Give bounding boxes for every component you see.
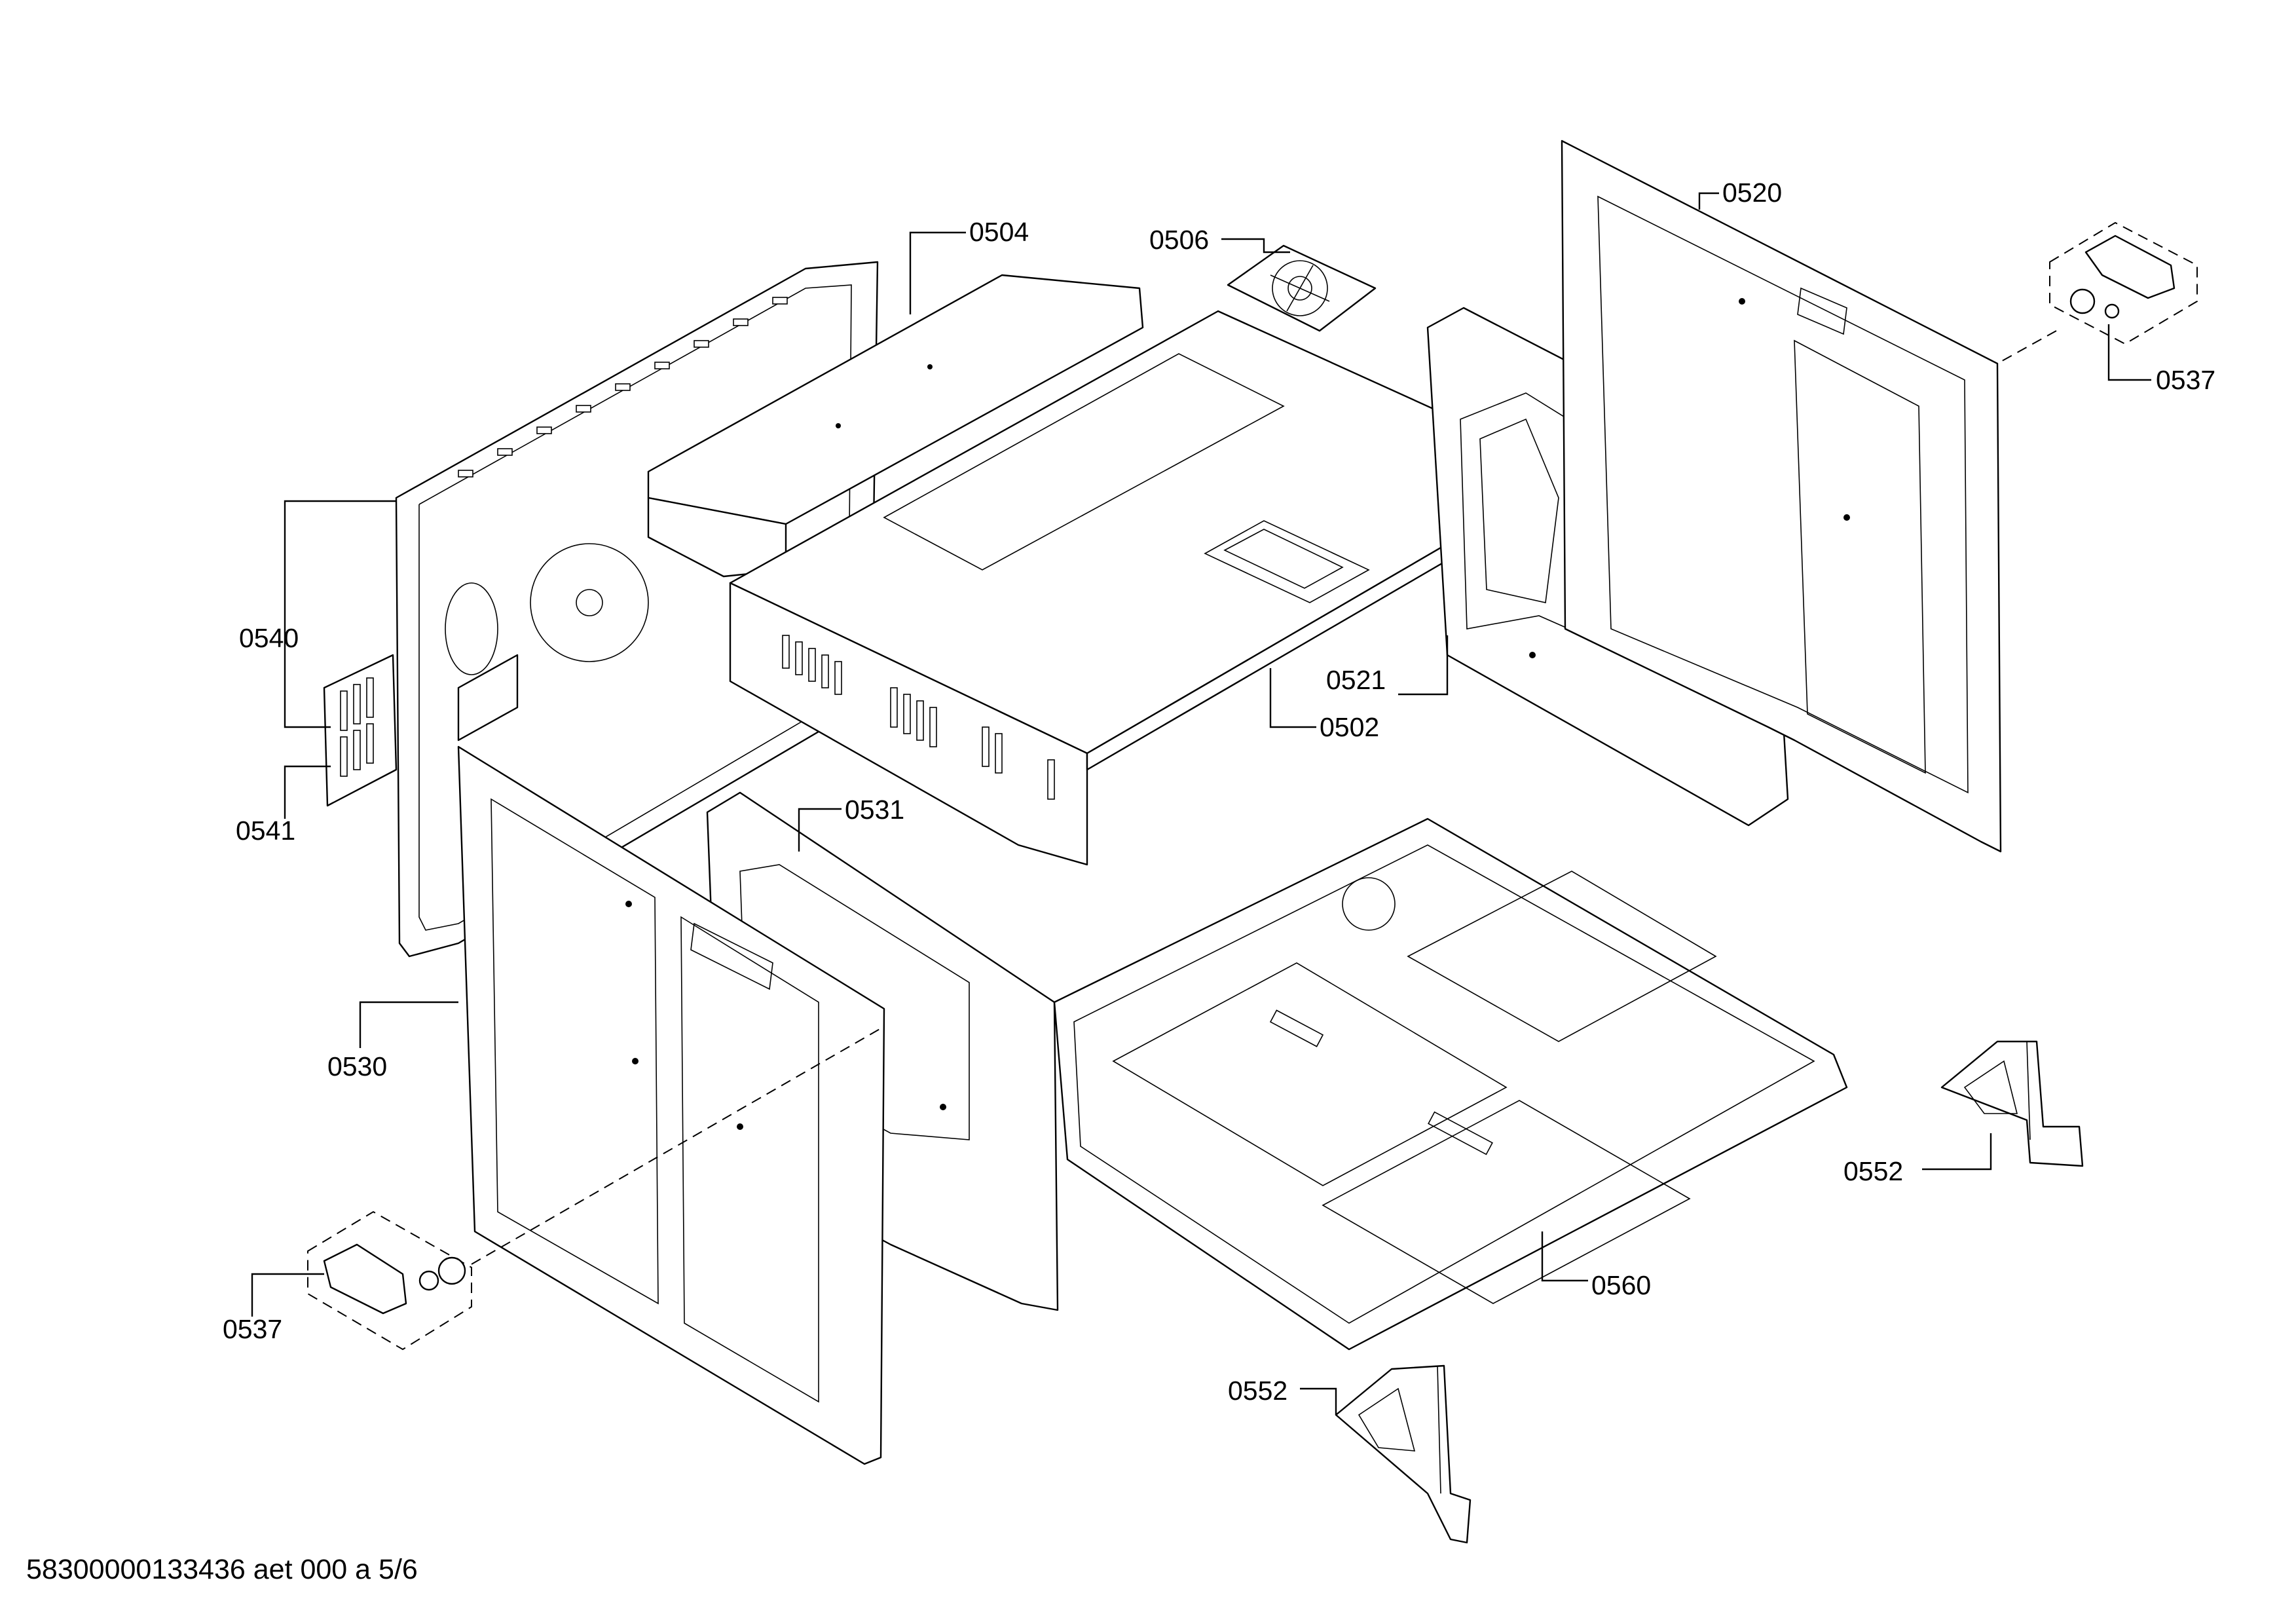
part-0560-bottom-plate — [1053, 817, 1848, 1351]
part-0541-grille — [323, 654, 398, 807]
part-0537-top-hinge — [1997, 221, 2198, 364]
label-0537-bottom: 0537 — [223, 1314, 282, 1344]
part-labels: 0504 0506 0520 0537 0540 0541 0521 0502 … — [223, 178, 2215, 1406]
part-0520-right-outer-wall — [1561, 140, 2002, 853]
label-0531: 0531 — [845, 795, 904, 825]
part-0537-bottom-hinge — [307, 1028, 881, 1351]
part-0552-bottom-bracket — [1335, 1364, 1472, 1544]
label-0504: 0504 — [969, 217, 1029, 247]
label-0520: 0520 — [1722, 178, 1782, 208]
label-0521: 0521 — [1326, 665, 1386, 695]
vent-slots-0502 — [782, 635, 1055, 800]
leader-lines — [251, 192, 2151, 1415]
label-0540: 0540 — [239, 623, 299, 653]
label-0506: 0506 — [1149, 225, 1209, 255]
vent-slots-0540 — [458, 297, 788, 478]
part-0530-left-outer-wall — [457, 745, 885, 1465]
label-0560: 0560 — [1591, 1270, 1651, 1300]
part-0506-fan-cover — [1227, 244, 1377, 332]
label-0552-right: 0552 — [1843, 1156, 1903, 1186]
part-0504-duct-cover — [647, 274, 1144, 578]
label-0502: 0502 — [1320, 712, 1379, 742]
part-0552-right-bracket — [1940, 1040, 2084, 1167]
label-0552-bottom: 0552 — [1228, 1376, 1287, 1406]
label-0541: 0541 — [236, 816, 295, 846]
document-footer-id: 58300000133436 aet 000 a 5/6 — [26, 1554, 418, 1585]
label-0537-top: 0537 — [2156, 365, 2215, 395]
label-0530: 0530 — [327, 1051, 387, 1081]
